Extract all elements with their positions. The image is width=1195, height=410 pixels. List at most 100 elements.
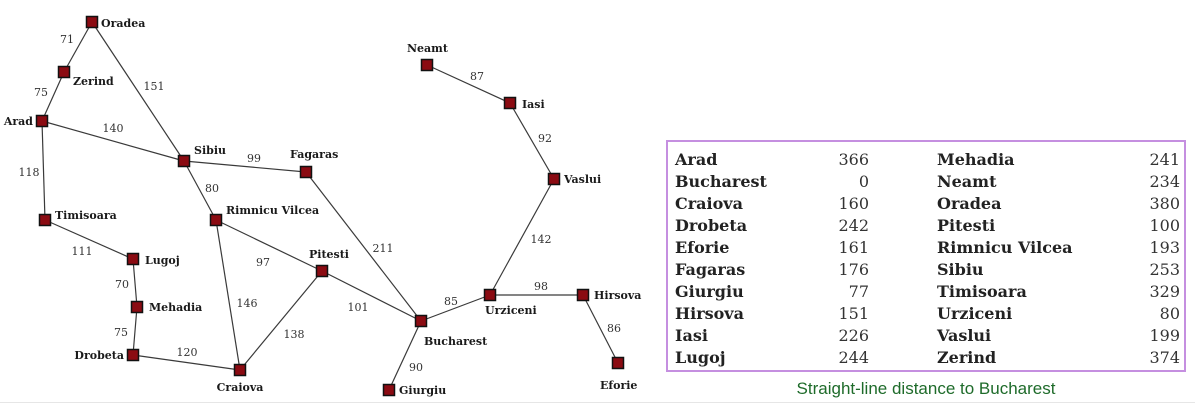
road-distance-label: 97 — [256, 256, 270, 269]
city-node-fagaras — [299, 165, 313, 179]
city-label-giurgiu: Giurgiu — [399, 384, 446, 397]
road-distance-label: 85 — [444, 295, 458, 308]
sld-distance-value: 100 — [1149, 216, 1180, 235]
sld-city-name: Hirsova — [675, 304, 744, 323]
sld-distance-value: 80 — [1159, 304, 1180, 323]
road-distance-label: 75 — [34, 86, 48, 99]
road-drobeta-craiova — [132, 354, 241, 371]
sld-city-name: Zerind — [937, 348, 997, 367]
road-distance-label: 86 — [607, 322, 621, 335]
sld-distance-value: 241 — [1149, 150, 1180, 169]
city-label-urziceni: Urziceni — [485, 304, 537, 317]
sld-city-name: Rimnicu Vilcea — [937, 238, 1073, 257]
sld-distance-value: 242 — [838, 216, 869, 235]
sld-table-row: Fagaras 176 — [675, 259, 869, 281]
city-label-fagaras: Fagaras — [290, 148, 338, 161]
road-distance-label: 80 — [205, 182, 219, 195]
city-label-sibiu: Sibiu — [194, 144, 226, 157]
sld-city-name: Iasi — [675, 326, 708, 345]
road-fagaras-bucharest — [305, 171, 422, 322]
city-node-mehadia — [130, 300, 144, 314]
road-timisoara-lugoj — [44, 219, 134, 260]
sld-city-name: Timisoara — [937, 282, 1027, 301]
sld-table-row: Hirsova 151 — [675, 303, 869, 325]
city-node-drobeta — [126, 348, 140, 362]
city-node-hirsova — [576, 288, 590, 302]
road-distance-label: 87 — [470, 70, 484, 83]
road-distance-label: 140 — [103, 122, 124, 135]
city-node-rimnicu — [209, 213, 223, 227]
city-label-eforie: Eforie — [600, 379, 637, 392]
road-distance-label: 120 — [177, 346, 198, 359]
sld-distance-value: 380 — [1149, 194, 1180, 213]
road-distance-label: 151 — [144, 80, 165, 93]
city-label-pitesti: Pitesti — [309, 248, 349, 261]
city-label-zerind: Zerind — [73, 75, 114, 88]
road-lugoj-mehadia — [132, 258, 138, 308]
road-distance-label: 75 — [114, 326, 128, 339]
road-distance-label: 92 — [538, 132, 552, 145]
road-sibiu-rimnicu — [183, 160, 217, 221]
road-iasi-neamt — [426, 64, 511, 104]
city-label-vaslui: Vaslui — [563, 173, 601, 186]
sld-city-name: Pitesti — [937, 216, 996, 235]
city-label-timisoara: Timisoara — [55, 209, 117, 222]
sld-table-row: Iasi 226 — [675, 325, 869, 347]
road-distance-label: 211 — [373, 242, 394, 255]
road-distance-label: 111 — [72, 245, 93, 258]
sld-distance-value: 77 — [848, 282, 869, 301]
city-node-iasi — [503, 96, 517, 110]
sld-city-name: Vaslui — [937, 326, 992, 345]
road-zerind-arad — [41, 71, 65, 122]
road-distance-label: 138 — [284, 328, 305, 341]
road-distance-label: 98 — [534, 280, 548, 293]
city-label-iasi: Iasi — [522, 98, 545, 111]
road-sibiu-fagaras — [183, 160, 307, 173]
city-label-drobeta: Drobeta — [74, 349, 124, 362]
sld-distance-value: 374 — [1149, 348, 1180, 367]
city-label-mehadia: Mehadia — [149, 301, 202, 314]
city-label-rimnicu: Rimnicu Vilcea — [226, 204, 319, 217]
road-oradea-sibiu — [91, 21, 185, 162]
sld-city-name: Giurgiu — [675, 282, 744, 301]
sld-city-name: Urziceni — [937, 304, 1013, 323]
sld-city-name: Sibiu — [937, 260, 984, 279]
sld-city-name: Neamt — [937, 172, 997, 191]
road-distance-label: 70 — [115, 278, 129, 291]
sld-distance-value: 151 — [838, 304, 869, 323]
sld-city-name: Oradea — [937, 194, 1002, 213]
city-node-eforie — [611, 356, 625, 370]
road-urziceni-vaslui — [489, 178, 555, 296]
road-pitesti-bucharest — [321, 270, 422, 322]
city-label-craiova: Craiova — [217, 381, 264, 394]
city-label-bucharest: Bucharest — [424, 335, 488, 348]
bottom-divider — [0, 402, 1195, 403]
city-node-zerind — [57, 65, 71, 79]
sld-city-name: Fagaras — [675, 260, 746, 279]
sld-distance-value: 176 — [838, 260, 869, 279]
road-distance-label: 90 — [409, 361, 423, 374]
city-node-neamt — [420, 58, 434, 72]
road-distance-label: 146 — [237, 297, 258, 310]
city-node-arad — [35, 114, 49, 128]
road-mehadia-drobeta — [132, 306, 138, 356]
city-label-lugoj: Lugoj — [145, 254, 180, 267]
road-distance-label: 118 — [19, 166, 40, 179]
sld-table-caption: Straight-line distance to Bucharest — [796, 379, 1056, 398]
sld-table-row: Pitesti 100 — [937, 215, 1180, 237]
sld-distance-value: 226 — [838, 326, 869, 345]
city-node-sibiu — [177, 154, 191, 168]
sld-distance-value: 234 — [1149, 172, 1180, 191]
city-node-timisoara — [38, 213, 52, 227]
city-node-urziceni — [483, 288, 497, 302]
sld-table-row: Giurgiu 77 — [675, 281, 869, 303]
road-distance-label: 71 — [60, 33, 74, 46]
